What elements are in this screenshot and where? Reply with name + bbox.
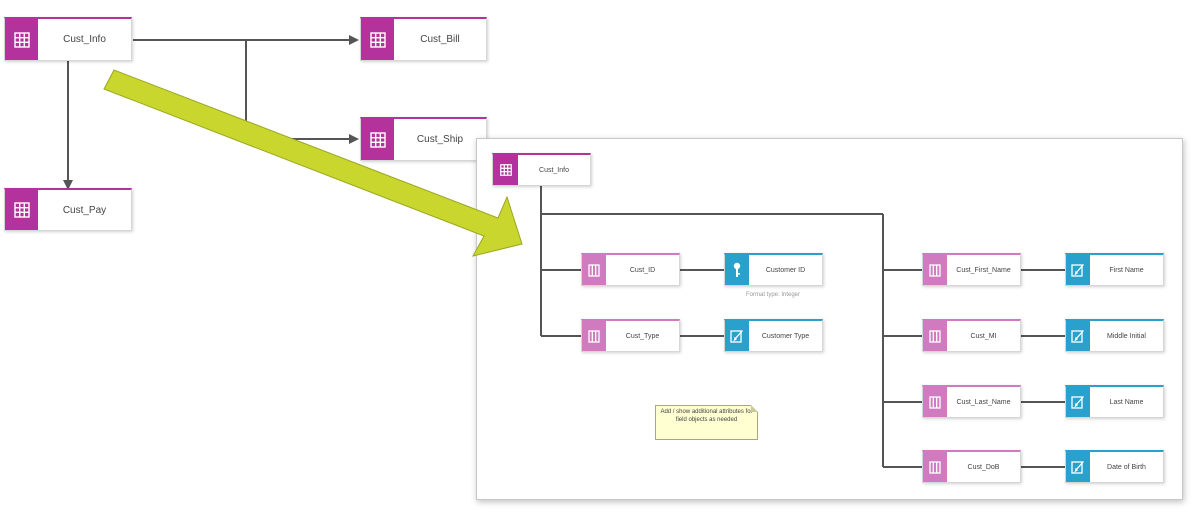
cust-ship-table[interactable]: Cust_Ship	[360, 117, 487, 161]
table-icon	[5, 190, 38, 230]
attribute-label: Customer Type	[761, 332, 810, 340]
attribute-label: Last Name	[1109, 398, 1144, 406]
table-icon	[361, 19, 394, 60]
sticky-note: Add / show additional attributes for fie…	[655, 405, 758, 440]
field-cust-dob[interactable]: Cust_DoB	[922, 450, 1021, 483]
attribute-first-name[interactable]: First Name	[1065, 253, 1164, 286]
table-label: Cust_Pay	[62, 204, 107, 216]
table-label: Cust_Bill	[420, 34, 460, 45]
field-cust-last-name[interactable]: Cust_Last_Name	[922, 385, 1021, 418]
attribute-date-of-birth[interactable]: Date of Birth	[1065, 450, 1164, 483]
edit-icon	[1066, 321, 1090, 351]
field-icon	[923, 321, 947, 351]
field-cust-id[interactable]: Cust_ID	[581, 253, 680, 286]
field-icon	[582, 321, 606, 351]
field-cust-first-name[interactable]: Cust_First_Name	[922, 253, 1021, 286]
attribute-label: First Name	[1109, 266, 1144, 274]
field-cust-type[interactable]: Cust_Type	[581, 319, 680, 352]
table-icon	[361, 119, 394, 160]
edit-icon	[1066, 452, 1090, 482]
attribute-label: Date of Birth	[1107, 463, 1146, 471]
format-caption: Format type: Integer	[745, 292, 801, 298]
attribute-customer-id[interactable]: Customer ID	[724, 253, 823, 286]
field-icon	[923, 255, 947, 285]
attribute-label: Customer ID	[765, 266, 806, 274]
field-icon	[923, 387, 947, 417]
field-label: Cust_Type	[625, 332, 660, 340]
field-cust-mi[interactable]: Cust_MI	[922, 319, 1021, 352]
attribute-last-name[interactable]: Last Name	[1065, 385, 1164, 418]
field-icon	[923, 452, 947, 482]
table-label: Cust_Ship	[416, 134, 464, 145]
attribute-customer-type[interactable]: Customer Type	[724, 319, 823, 352]
table-icon	[5, 19, 38, 60]
table-label: Cust_Info	[63, 34, 106, 45]
cust-info-table[interactable]: Cust_Info	[4, 17, 132, 61]
field-label: Cust_First_Name	[956, 266, 1011, 274]
field-label: Cust_Last_Name	[956, 398, 1011, 406]
edit-icon	[725, 321, 749, 351]
attribute-label: Middle Initial	[1107, 332, 1146, 340]
edit-icon	[1066, 255, 1090, 285]
attribute-middle-initial[interactable]: Middle Initial	[1065, 319, 1164, 352]
cust-pay-table[interactable]: Cust_Pay	[4, 188, 132, 231]
table-icon	[493, 155, 518, 185]
edit-icon	[1066, 387, 1090, 417]
table-label: Cust_Info	[539, 166, 569, 174]
detail-cust-info-table[interactable]: Cust_Info	[492, 153, 591, 186]
field-label: Cust_DoB	[967, 463, 1000, 471]
field-label: Cust_MI	[970, 332, 997, 340]
key-icon	[725, 255, 749, 285]
cust-bill-table[interactable]: Cust_Bill	[360, 17, 487, 61]
field-icon	[582, 255, 606, 285]
field-label: Cust_ID	[629, 266, 656, 274]
